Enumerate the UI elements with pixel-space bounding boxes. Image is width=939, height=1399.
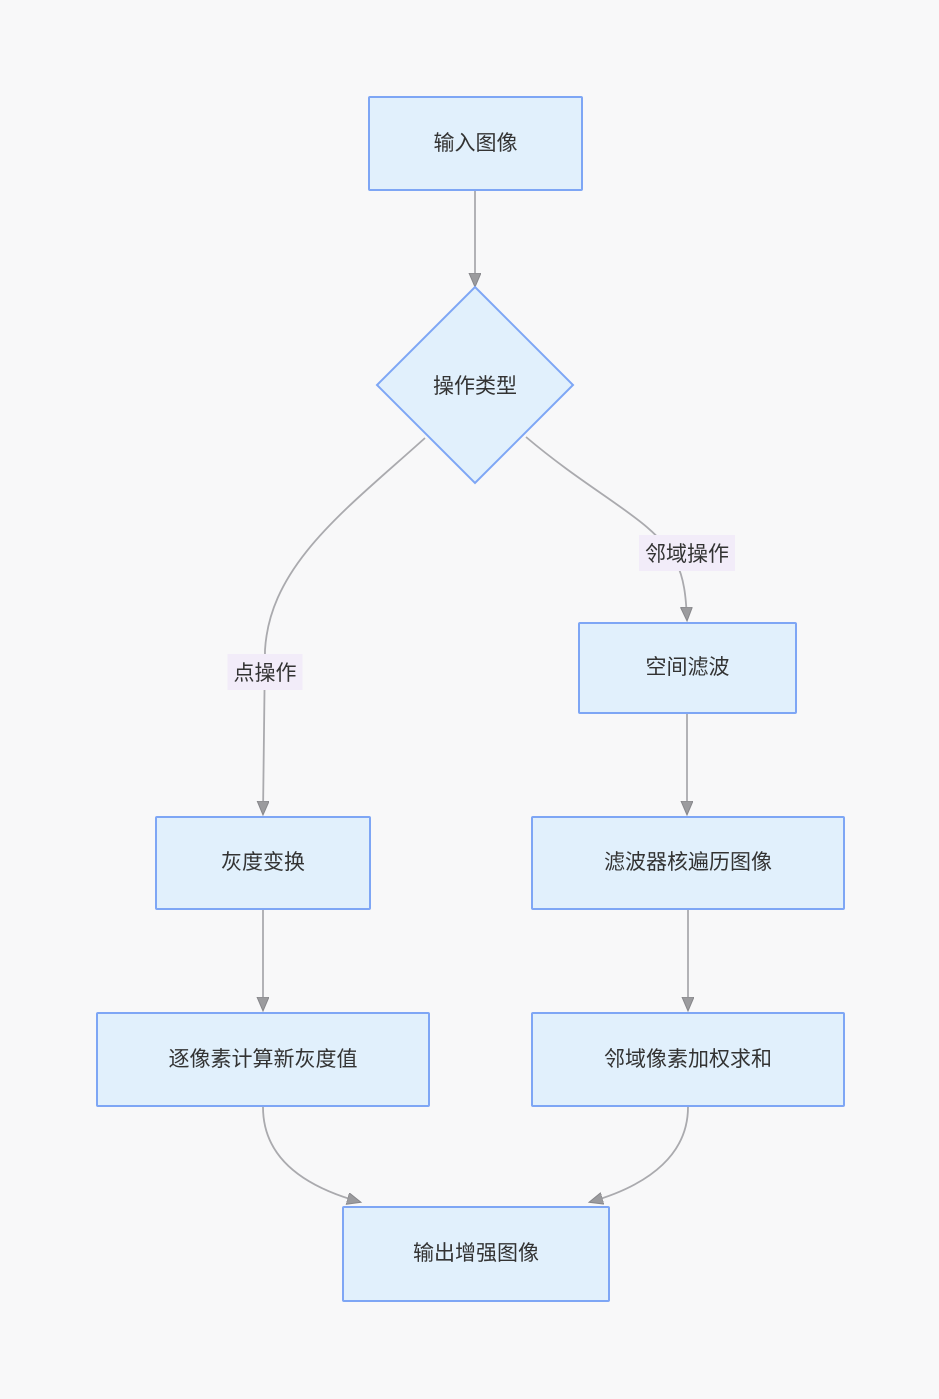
node-output-enhanced-image: 输出增强图像 <box>342 1206 610 1302</box>
edge-optype-to-graytransform <box>263 437 426 814</box>
node-neighborhood-weighted-sum-label: 邻域像素加权求和 <box>604 1047 772 1071</box>
edge-label-point-operation: 点操作 <box>227 654 303 690</box>
node-per-pixel-gray-value: 逐像素计算新灰度值 <box>96 1012 430 1107</box>
edge-optype-to-spatialfilter <box>525 436 687 620</box>
node-kernel-traverse-image-label: 滤波器核遍历图像 <box>604 851 772 875</box>
node-operation-type-label: 操作类型 <box>433 375 517 398</box>
node-gray-transform-label: 灰度变换 <box>221 851 305 875</box>
node-kernel-traverse-image: 滤波器核遍历图像 <box>531 816 845 910</box>
decision-diamond-shape <box>375 285 575 485</box>
node-output-enhanced-image-label: 输出增强图像 <box>413 1242 539 1266</box>
node-gray-transform: 灰度变换 <box>155 816 371 910</box>
edge-perpixel-to-output <box>262 1106 360 1202</box>
node-spatial-filtering-label: 空间滤波 <box>645 656 730 680</box>
node-input-image: 输入图像 <box>368 96 583 191</box>
node-input-image-label: 输入图像 <box>433 131 518 155</box>
edge-label-neighborhood-operation: 邻域操作 <box>639 535 735 571</box>
node-per-pixel-gray-value-label: 逐像素计算新灰度值 <box>168 1047 358 1071</box>
edge-weightedsum-to-output <box>590 1106 689 1202</box>
node-neighborhood-weighted-sum: 邻域像素加权求和 <box>531 1012 845 1107</box>
node-spatial-filtering: 空间滤波 <box>578 622 797 714</box>
